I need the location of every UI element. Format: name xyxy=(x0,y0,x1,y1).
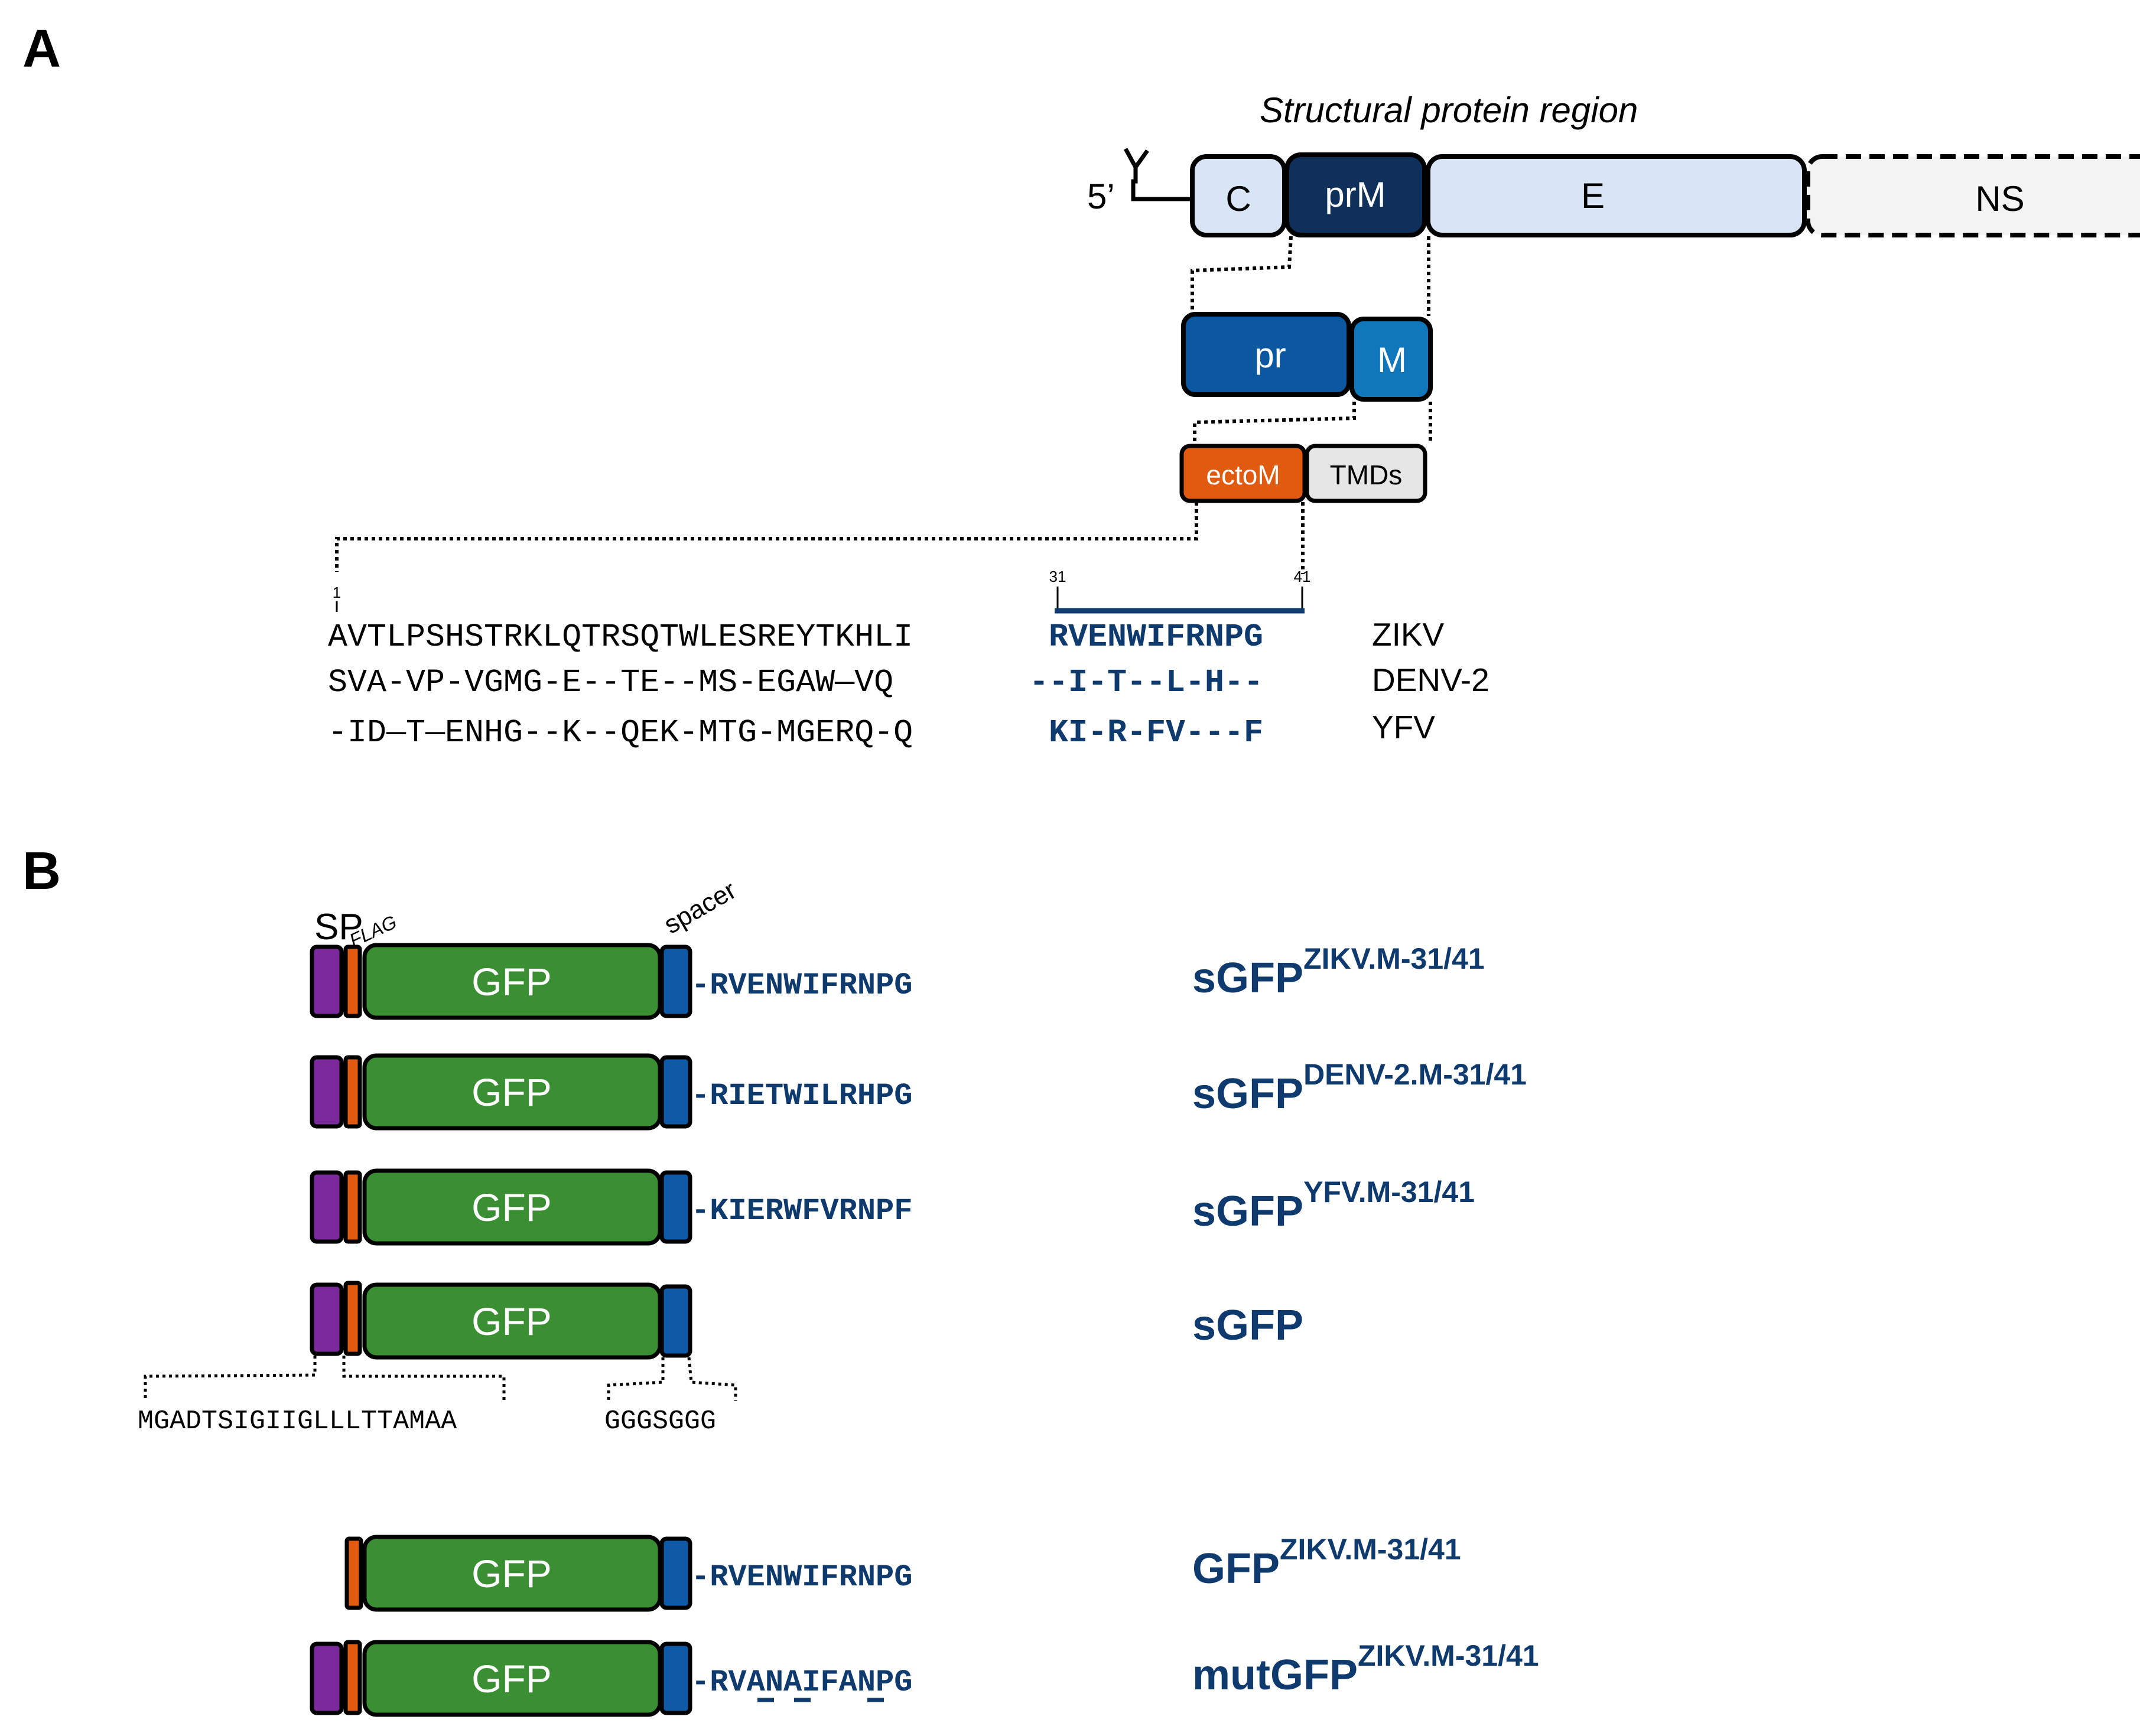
genome-e-block: E xyxy=(1426,154,1807,237)
flag-segment xyxy=(343,1055,362,1129)
sp-segment xyxy=(310,944,344,1018)
flag-segment xyxy=(344,1536,363,1610)
spacer-segment xyxy=(659,1536,692,1610)
m-label: M xyxy=(1377,340,1407,380)
spacer-header-label: spacer xyxy=(659,875,741,939)
construct-name: GFPZIKV.M-31/41 xyxy=(1192,1533,1461,1592)
cap-structure-icon xyxy=(1123,148,1192,201)
genome-prm-block: prM xyxy=(1284,152,1427,237)
alignment-seq-yfv: -ID—T—ENHG--K--QEK-MTG-MGERQ-Q xyxy=(328,714,913,751)
pr-block: pr xyxy=(1181,312,1351,397)
gfp-label: GFP xyxy=(471,1657,552,1701)
alignment-virus-denv2: DENV-2 xyxy=(1372,662,1489,698)
flag-segment xyxy=(343,1170,362,1244)
tmds-block: TMDs xyxy=(1305,444,1427,503)
construct-sgfp-denv2: GFP -RIETWILRHPG sGFPDENV-2.M-31/41 xyxy=(310,1053,1527,1131)
alignment-seq-zikv: AVTLPSHSTRKLQTRSQTWLESREYTKHLI xyxy=(328,618,913,656)
alignment-motif-yfv: KI-R-FV---F xyxy=(1049,714,1263,751)
construct-sgfp: GFP sGFP xyxy=(310,1281,1303,1360)
panel-b-label: B xyxy=(22,842,61,901)
region-title: Structural protein region xyxy=(1260,90,1638,130)
alignment-row-yfv: -ID—T—ENHG--K--QEK-MTG-MGERQ-Q KI-R-FV--… xyxy=(328,709,1435,751)
tmds-label: TMDs xyxy=(1330,460,1403,490)
spacer-segment xyxy=(659,944,692,1018)
construct-gfp-zikv: GFP -RVENWIFRNPG GFPZIKV.M-31/41 xyxy=(344,1533,1461,1612)
alignment-virus-yfv: YFV xyxy=(1372,709,1435,745)
construct-sgfp-zikv: GFP -RVENWIFRNPG sGFPZIKV.M-31/41 xyxy=(310,942,1485,1020)
sp-sequence: MGADTSIGIIGLLLTTAMAA xyxy=(138,1406,457,1437)
flag-segment xyxy=(343,944,362,1018)
gfp-label: GFP xyxy=(471,1552,552,1595)
gfp-label: GFP xyxy=(471,960,552,1004)
flag-segment xyxy=(343,1281,362,1356)
spacer-sequence-callout-lines xyxy=(607,1357,737,1401)
ectom-block: ectoM xyxy=(1179,444,1307,503)
position-41-label: 41 xyxy=(1294,568,1311,585)
ectom-expansion-lines xyxy=(335,502,1305,574)
position-31-label: 31 xyxy=(1049,568,1066,585)
construct-peptide: -RIETWILRHPG xyxy=(691,1079,912,1113)
five-prime-label: 5’ xyxy=(1087,177,1115,216)
gfp-label: GFP xyxy=(471,1070,552,1114)
position-1-label: 1 xyxy=(333,584,341,601)
construct-mutgfp-zikv: GFP -RVANAIFANPG mutGFPZIKV.M-31/41 xyxy=(310,1639,1539,1717)
alignment-row-zikv: AVTLPSHSTRKLQTRSQTWLESREYTKHLI RVENWIFRN… xyxy=(328,616,1445,656)
alignment-motif-denv2: --I-T--L-H-- xyxy=(1029,664,1263,701)
sp-segment xyxy=(310,1282,344,1356)
alignment-row-denv2: SVA-VP-VGMG-E--TE--MS-EGAW—VQ --I-T--L-H… xyxy=(328,662,1489,701)
construct-name: sGFP xyxy=(1192,1302,1303,1349)
flag-segment xyxy=(343,1640,362,1715)
alignment-motif-zikv: RVENWIFRNPG xyxy=(1049,618,1263,656)
prm-expansion-lines xyxy=(1191,236,1430,316)
sp-header-label: SP xyxy=(314,907,363,947)
ectom-label: ectoM xyxy=(1206,460,1280,490)
m-block: M xyxy=(1349,317,1433,402)
construct-sgfp-yfv: GFP -KIERWFVRNPF sGFPYFV.M-31/41 xyxy=(310,1168,1475,1246)
spacer-segment xyxy=(659,1170,692,1244)
construct-name: sGFPYFV.M-31/41 xyxy=(1192,1175,1475,1235)
construct-name: sGFPZIKV.M-31/41 xyxy=(1192,942,1485,1002)
sp-segment xyxy=(310,1641,344,1715)
pr-label: pr xyxy=(1254,336,1286,375)
gfp-label: GFP xyxy=(471,1185,552,1229)
genome-c-block: C xyxy=(1190,154,1287,237)
construct-peptide: -KIERWFVRNPF xyxy=(691,1194,912,1229)
gfp-label: GFP xyxy=(471,1299,552,1343)
construct-peptide: -RVENWIFRNPG xyxy=(691,1560,912,1595)
spacer-sequence: GGGSGGG xyxy=(604,1406,716,1437)
genome-ns-block: NS xyxy=(1806,154,2140,237)
genome-c-label: C xyxy=(1225,179,1251,219)
construct-peptide: -RVENWIFRNPG xyxy=(691,968,912,1003)
spacer-segment xyxy=(659,1055,692,1129)
genome-e-label: E xyxy=(1581,176,1605,216)
genome-ns-label: NS xyxy=(1975,179,2024,219)
construct-name: sGFPDENV-2.M-31/41 xyxy=(1192,1058,1527,1118)
spacer-segment xyxy=(659,1284,692,1358)
genome-prm-label: prM xyxy=(1325,175,1386,214)
alignment-virus-zikv: ZIKV xyxy=(1372,616,1445,653)
construct-name: mutGFPZIKV.M-31/41 xyxy=(1192,1639,1539,1699)
alignment-seq-denv2: SVA-VP-VGMG-E--TE--MS-EGAW—VQ xyxy=(328,664,893,701)
m-expansion-lines xyxy=(1193,402,1432,444)
panel-a-label: A xyxy=(22,19,61,79)
sp-segment xyxy=(310,1055,344,1129)
spacer-segment xyxy=(659,1641,692,1715)
sp-sequence-callout-lines xyxy=(144,1356,506,1401)
sp-segment xyxy=(310,1170,344,1244)
construct-peptide: -RVANAIFANPG xyxy=(691,1665,912,1700)
